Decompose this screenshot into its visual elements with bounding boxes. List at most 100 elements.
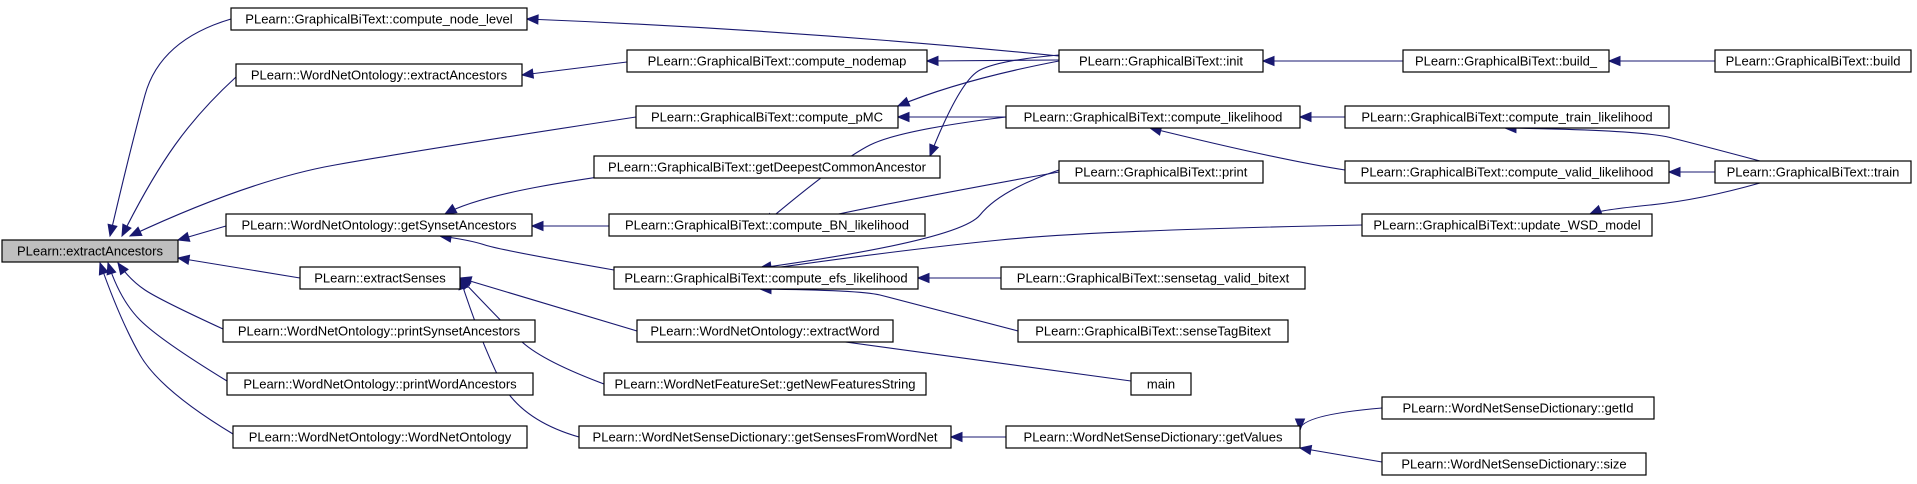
edge-n9-to-n2 xyxy=(520,61,628,79)
edge-arrowhead xyxy=(525,14,539,25)
node-n10[interactable]: PLearn::GraphicalBiText::getDeepestCommo… xyxy=(593,155,941,179)
node-box[interactable] xyxy=(225,213,533,237)
edge-arrowhead xyxy=(520,68,535,79)
node-box[interactable] xyxy=(1344,160,1670,184)
edge-n5-to-n0 xyxy=(176,254,301,279)
node-n2[interactable]: PLearn::WordNetOntology::extractAncestor… xyxy=(235,63,523,87)
node-n11[interactable]: PLearn::GraphicalBiText::compute_BN_like… xyxy=(608,213,926,237)
node-n16[interactable]: PLearn::GraphicalBiText::init xyxy=(1058,49,1264,73)
edge-n7-to-n0 xyxy=(106,261,228,382)
node-box[interactable] xyxy=(1,239,179,263)
node-box[interactable] xyxy=(1005,425,1301,449)
edge-n30-to-n25 xyxy=(1667,166,1715,178)
node-label: PLearn::GraphicalBiText::compute_pMC xyxy=(651,110,883,125)
edge-n12-to-n4 xyxy=(438,232,615,271)
node-box[interactable] xyxy=(636,319,894,343)
node-box[interactable] xyxy=(1714,49,1912,73)
node-box[interactable] xyxy=(299,266,461,290)
node-n3[interactable]: PLearn::GraphicalBiText::compute_pMC xyxy=(635,105,899,129)
node-n14[interactable]: PLearn::WordNetFeatureSet::getNewFeature… xyxy=(603,372,927,396)
node-label: PLearn::WordNetOntology::extractAncestor… xyxy=(251,68,508,83)
node-box[interactable] xyxy=(230,7,528,31)
edge-arrowhead xyxy=(1607,55,1621,67)
node-box[interactable] xyxy=(1058,49,1264,73)
node-label: PLearn::GraphicalBiText::compute_nodemap xyxy=(648,54,907,69)
node-label: PLearn::GraphicalBiText::train xyxy=(1727,165,1900,180)
edge-arrowhead xyxy=(1294,418,1306,432)
node-box[interactable] xyxy=(1130,372,1192,396)
node-box[interactable] xyxy=(593,155,941,179)
node-box[interactable] xyxy=(603,372,927,396)
edge-arrowhead xyxy=(121,223,132,238)
node-n22[interactable]: PLearn::WordNetSenseDictionary::getValue… xyxy=(1005,425,1301,449)
node-n18[interactable]: PLearn::GraphicalBiText::print xyxy=(1058,160,1264,184)
node-box[interactable] xyxy=(235,63,523,87)
node-box[interactable] xyxy=(1058,160,1264,184)
node-n4[interactable]: PLearn::WordNetOntology::getSynsetAncest… xyxy=(225,213,533,237)
node-label: PLearn::GraphicalBiText::build_ xyxy=(1415,54,1598,69)
node-box[interactable] xyxy=(1361,213,1653,237)
edge-arrowhead xyxy=(896,96,911,107)
node-box[interactable] xyxy=(1344,105,1670,129)
node-box[interactable] xyxy=(1381,452,1647,476)
edge-n29-to-n23 xyxy=(1607,55,1715,67)
node-n12[interactable]: PLearn::GraphicalBiText::compute_efs_lik… xyxy=(613,266,919,290)
node-n17[interactable]: PLearn::GraphicalBiText::compute_likelih… xyxy=(1005,105,1301,129)
edge-n19-to-n12 xyxy=(916,272,1001,284)
edge-line xyxy=(109,18,232,237)
node-box[interactable] xyxy=(226,372,534,396)
edge-line xyxy=(121,76,237,237)
node-n27[interactable]: PLearn::WordNetSenseDictionary::getId xyxy=(1381,396,1655,420)
node-label: PLearn::GraphicalBiText::compute_valid_l… xyxy=(1361,165,1654,180)
node-box[interactable] xyxy=(232,425,528,449)
edge-line xyxy=(526,18,1060,57)
node-box[interactable] xyxy=(222,319,536,343)
node-box[interactable] xyxy=(1402,49,1610,73)
node-box[interactable] xyxy=(635,105,899,129)
edge-line xyxy=(763,116,1007,225)
node-label: PLearn::GraphicalBiText::init xyxy=(1079,54,1243,69)
node-n0[interactable]: PLearn::extractAncestors xyxy=(1,239,179,263)
node-n26[interactable]: PLearn::GraphicalBiText::update_WSD_mode… xyxy=(1361,213,1653,237)
node-n21[interactable]: main xyxy=(1130,372,1192,396)
node-n23[interactable]: PLearn::GraphicalBiText::build_ xyxy=(1402,49,1610,73)
node-box[interactable] xyxy=(608,213,926,237)
node-label: PLearn::GraphicalBiText::compute_efs_lik… xyxy=(624,271,907,286)
edge-line xyxy=(1504,127,1761,162)
node-n24[interactable]: PLearn::GraphicalBiText::compute_train_l… xyxy=(1344,105,1670,129)
node-n6[interactable]: PLearn::WordNetOntology::printSynsetAnce… xyxy=(222,319,536,343)
edge-line xyxy=(177,257,301,279)
node-box[interactable] xyxy=(1017,319,1289,343)
node-n8[interactable]: PLearn::WordNetOntology::WordNetOntology xyxy=(232,425,528,449)
node-n20[interactable]: PLearn::GraphicalBiText::senseTagBitext xyxy=(1017,319,1289,343)
edge-arrowhead xyxy=(949,431,963,443)
node-n1[interactable]: PLearn::GraphicalBiText::compute_node_le… xyxy=(230,7,528,31)
node-n29[interactable]: PLearn::GraphicalBiText::build xyxy=(1714,49,1912,73)
node-box[interactable] xyxy=(626,49,928,73)
node-n7[interactable]: PLearn::WordNetOntology::printWordAncest… xyxy=(226,372,534,396)
edge-line xyxy=(926,59,1060,62)
edge-line xyxy=(1299,447,1383,463)
node-box[interactable] xyxy=(1005,105,1301,129)
node-n9[interactable]: PLearn::GraphicalBiText::compute_nodemap xyxy=(626,49,928,73)
node-box[interactable] xyxy=(613,266,919,290)
node-n15[interactable]: PLearn::WordNetSenseDictionary::getSense… xyxy=(578,425,952,449)
edge-line xyxy=(759,288,1019,332)
node-n25[interactable]: PLearn::GraphicalBiText::compute_valid_l… xyxy=(1344,160,1670,184)
node-n28[interactable]: PLearn::WordNetSenseDictionary::size xyxy=(1381,452,1647,476)
node-box[interactable] xyxy=(1714,160,1912,184)
node-box[interactable] xyxy=(1000,266,1306,290)
node-n19[interactable]: PLearn::GraphicalBiText::sensetag_valid_… xyxy=(1000,266,1306,290)
edge-arrowhead xyxy=(128,226,143,237)
node-box[interactable] xyxy=(1381,396,1655,420)
node-n13[interactable]: PLearn::WordNetOntology::extractWord xyxy=(636,319,894,343)
edge-line xyxy=(99,262,234,435)
node-n5[interactable]: PLearn::extractSenses xyxy=(299,266,461,290)
edge-line xyxy=(1589,182,1761,215)
node-label: PLearn::GraphicalBiText::compute_BN_like… xyxy=(625,218,909,233)
node-box[interactable] xyxy=(578,425,952,449)
edge-n4-to-n0 xyxy=(176,225,227,242)
node-n30[interactable]: PLearn::GraphicalBiText::train xyxy=(1714,160,1912,184)
edge-n15-to-n5 xyxy=(458,276,580,438)
edge-n3-to-n0 xyxy=(128,116,637,237)
